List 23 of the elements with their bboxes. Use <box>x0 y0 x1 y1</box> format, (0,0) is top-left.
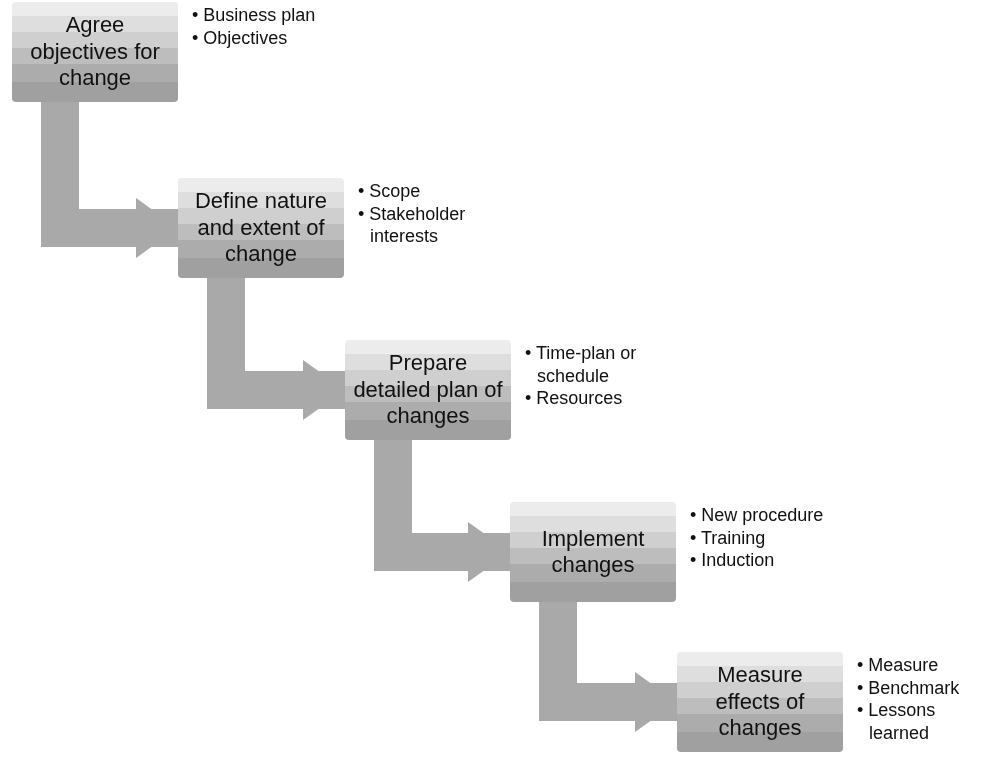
process-box <box>178 178 344 278</box>
process-box <box>677 652 843 752</box>
bullet-item: • Induction <box>690 549 776 572</box>
bullet-item: • Training <box>690 526 767 549</box>
step-title: Measure effects of changes <box>714 662 806 742</box>
bullet-item: • Measure <box>857 654 940 677</box>
bullet-item: • Benchmark <box>857 676 961 699</box>
step-title: Prepare detailed plan of changes <box>352 350 504 430</box>
bullet-item: • Objectives <box>192 26 289 49</box>
step-title: Agree objectives for change <box>29 12 161 92</box>
bullet-item: • New procedure <box>690 504 825 527</box>
bullet-item: • Scope <box>358 180 422 203</box>
bullet-item: • Lessons learned <box>857 699 937 744</box>
bullet-item: • Time-plan or schedule <box>525 342 638 387</box>
bullet-item: • Business plan <box>192 4 317 27</box>
process-box <box>510 502 676 602</box>
process-box <box>345 340 511 440</box>
step-title: Implement changes <box>540 525 646 579</box>
step-title: Define nature and extent of change <box>193 188 329 268</box>
bullet-item: • Resources <box>525 387 624 410</box>
arrow <box>41 102 178 258</box>
process-box <box>12 2 178 102</box>
bullet-item: • Stakeholder interests <box>358 202 467 248</box>
